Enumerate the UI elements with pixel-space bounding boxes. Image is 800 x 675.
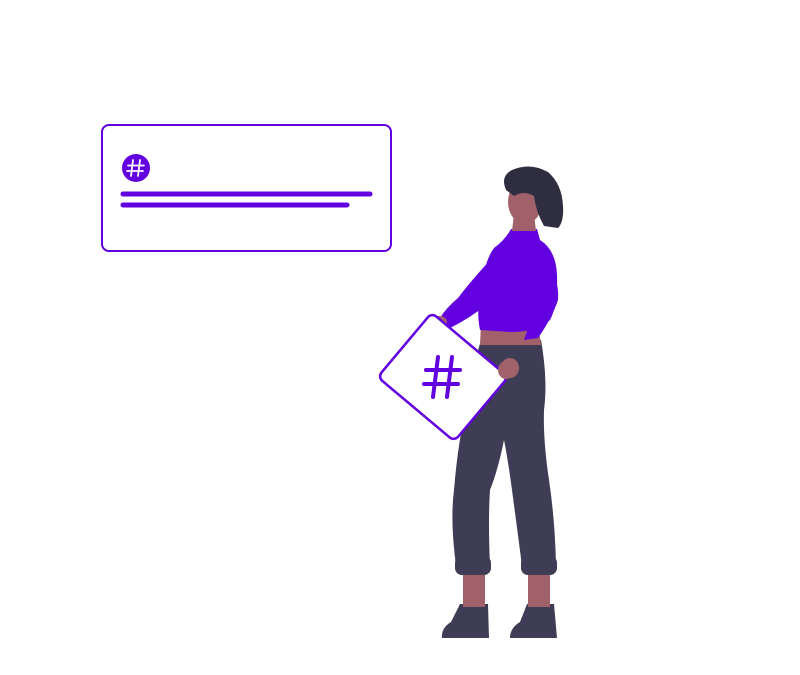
post-card	[101, 124, 392, 252]
post-card-frame	[101, 124, 392, 252]
hashtag-sign	[378, 313, 508, 441]
left-ankle	[463, 575, 485, 607]
far-arm	[440, 258, 492, 328]
right-shoe	[510, 604, 557, 638]
hashtag-icon	[422, 355, 462, 399]
left-shoe	[441, 604, 489, 638]
near-arm	[524, 255, 559, 340]
hashtag-icon	[122, 154, 150, 182]
hair	[504, 166, 564, 228]
hashtag-sign-board	[378, 313, 508, 441]
person-figure	[433, 166, 564, 638]
right-cuff	[521, 556, 557, 575]
right-ankle	[528, 575, 550, 607]
gripping-hand	[498, 361, 514, 379]
left-cuff	[455, 556, 491, 575]
